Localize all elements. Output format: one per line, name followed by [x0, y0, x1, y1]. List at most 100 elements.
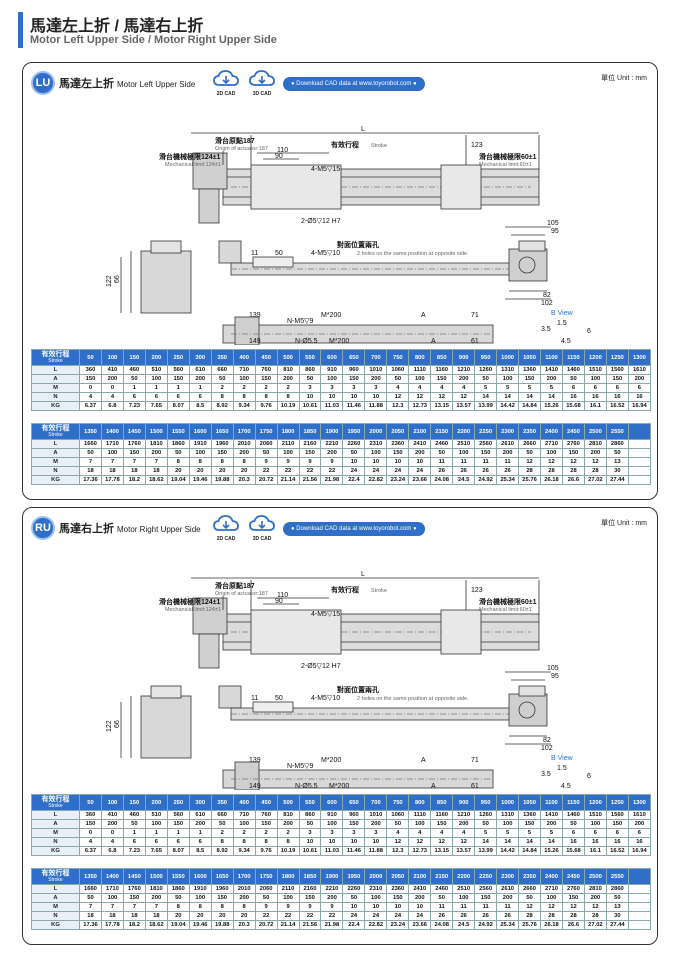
table-cell: 1760 — [122, 884, 146, 894]
table-cell: 4 — [79, 837, 102, 847]
table-cell: 5 — [540, 828, 563, 838]
table-cell: 16.1 — [583, 846, 607, 856]
table-cell: 7 — [122, 457, 146, 467]
table-cell: 10 — [320, 837, 344, 847]
table-cell: 26 — [452, 466, 476, 476]
row-label: KG — [31, 920, 80, 930]
table-cell: 8 — [254, 837, 278, 847]
table-cell: 20 — [232, 466, 256, 476]
stroke-value: 1300 — [627, 349, 652, 366]
table-cell: 10.61 — [298, 846, 322, 856]
svg-text:A: A — [421, 757, 426, 764]
table-cell: 8 — [232, 392, 256, 402]
table-cell: 10 — [364, 837, 388, 847]
table-cell: 11 — [496, 457, 520, 467]
download-cad-link[interactable]: ● Download CAD data at www.toyorobot.com… — [283, 77, 425, 91]
table-cell: 1010 — [364, 810, 388, 820]
row-label: N — [31, 837, 80, 847]
table-cell: 560 — [166, 810, 190, 820]
table-cell: 16.52 — [605, 401, 629, 411]
table-cell: 12 — [540, 457, 563, 467]
table-cell: 2760 — [561, 439, 585, 449]
table-cell: 150 — [298, 448, 322, 458]
table-cell: 22 — [254, 466, 278, 476]
table-cell: 8 — [232, 837, 256, 847]
row-label: M — [31, 828, 80, 838]
table-cell: 1810 — [144, 884, 168, 894]
table-cell: 150 — [210, 893, 234, 903]
table-cell: 50 — [210, 374, 234, 384]
table-cell: 8.92 — [210, 401, 234, 411]
table-cell: 6 — [561, 828, 585, 838]
table-cell: 50 — [605, 448, 629, 458]
stroke-value: 300 — [188, 794, 212, 811]
table-cell: 100 — [100, 448, 124, 458]
table-cell: 10 — [298, 392, 322, 402]
table-cell: 11.88 — [364, 401, 388, 411]
cad-3d-download[interactable]: 3D CAD — [245, 69, 279, 99]
table-cell: 7 — [144, 902, 168, 912]
svg-text:123: 123 — [471, 142, 483, 149]
row-label: N — [31, 392, 80, 402]
stroke-value: 500 — [276, 349, 300, 366]
svg-text:6: 6 — [587, 773, 591, 780]
svg-text:95: 95 — [551, 228, 559, 235]
table-cell: 17.78 — [100, 475, 124, 485]
table-cell: 22.4 — [342, 920, 366, 930]
table-cell: 22.82 — [364, 920, 388, 930]
page-header: 馬達左上折 / 馬達右上折 Motor Left Upper Side / Mo… — [18, 12, 658, 52]
table-cell: 18 — [144, 466, 168, 476]
svg-text:Mechanical limit:60±1: Mechanical limit:60±1 — [479, 162, 532, 168]
table-cell: 18.62 — [144, 475, 168, 485]
cad-3d-download[interactable]: 3D CAD — [245, 514, 279, 544]
stroke-value: 1650 — [210, 868, 234, 885]
table-cell: 50 — [474, 819, 498, 829]
stroke-value: 50 — [79, 349, 102, 366]
cad-2d-download[interactable]: 2D CAD — [209, 514, 243, 544]
table-cell: 5 — [496, 383, 520, 393]
table-cell: 1310 — [496, 810, 520, 820]
svg-text:N-Ø5.5: N-Ø5.5 — [295, 338, 318, 345]
table-cell: 150 — [79, 819, 102, 829]
cad-2d-download[interactable]: 2D CAD — [209, 69, 243, 99]
stroke-value: 1100 — [540, 794, 563, 811]
stroke-value: 950 — [474, 794, 498, 811]
table-cell: 100 — [496, 819, 520, 829]
table-cell: 200 — [144, 893, 168, 903]
stroke-value: 650 — [342, 794, 366, 811]
stroke-value: 2550 — [605, 423, 629, 440]
table-cell: 2260 — [342, 439, 366, 449]
table-cell: 9 — [276, 457, 300, 467]
table-cell: 200 — [452, 819, 476, 829]
stroke-value: 1450 — [122, 423, 146, 440]
stroke-value: 1800 — [276, 868, 300, 885]
table-cell: 2 — [254, 383, 278, 393]
table-cell: 18.2 — [122, 475, 146, 485]
table-cell: 12.73 — [408, 401, 432, 411]
table-cell: 2460 — [430, 439, 454, 449]
table-cell: 2 — [232, 828, 256, 838]
table-cell: 860 — [298, 810, 322, 820]
stroke-value: 250 — [166, 794, 190, 811]
table-cell: 200 — [276, 819, 300, 829]
row-label: A — [31, 374, 80, 384]
download-cad-link[interactable]: ● Download CAD data at www.toyorobot.com… — [283, 522, 425, 536]
table-cell: 8.07 — [166, 401, 190, 411]
table-cell: 20.72 — [254, 920, 278, 930]
svg-text:滑台機械極限124±1: 滑台機械極限124±1 — [159, 597, 221, 606]
svg-text:82: 82 — [543, 292, 551, 299]
cloud-download-icon — [213, 70, 239, 86]
table-cell: 100 — [188, 893, 212, 903]
table-cell: 1 — [188, 383, 212, 393]
stroke-value — [627, 423, 652, 440]
row-label: KG — [31, 401, 80, 411]
svg-text:有效行程: 有效行程 — [331, 585, 359, 594]
table-cell: 14.84 — [518, 401, 542, 411]
table-cell: 12 — [561, 457, 585, 467]
table-cell: 9.76 — [254, 401, 278, 411]
table-cell: 50 — [254, 893, 278, 903]
table-cell: 2110 — [276, 439, 300, 449]
